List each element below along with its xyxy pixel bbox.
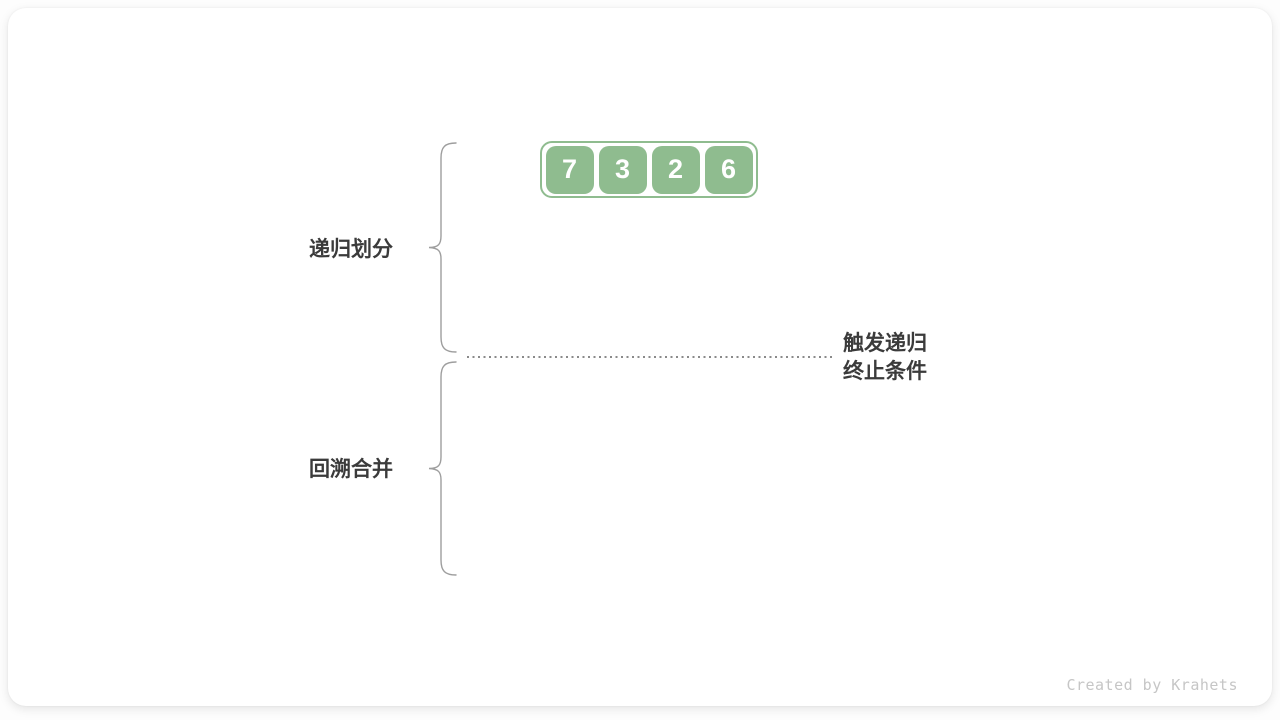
annotation-line-2: 终止条件 (843, 360, 927, 383)
annotation-line-1: 触发递归 (843, 332, 927, 355)
label-backtrack-merge: 回溯合并 (309, 458, 393, 481)
watermark-credit: Created by Krahets (1066, 676, 1238, 694)
label-recursive-divide: 递归划分 (309, 238, 393, 261)
array-cell: 6 (704, 145, 753, 194)
array-cell: 7 (545, 145, 594, 194)
array-cell: 2 (651, 145, 700, 194)
array-cell: 3 (598, 145, 647, 194)
array-container: 7 3 2 6 (540, 141, 758, 198)
annotation-terminate-condition: 触发递归 终止条件 (843, 330, 927, 386)
canvas-card (8, 8, 1272, 706)
